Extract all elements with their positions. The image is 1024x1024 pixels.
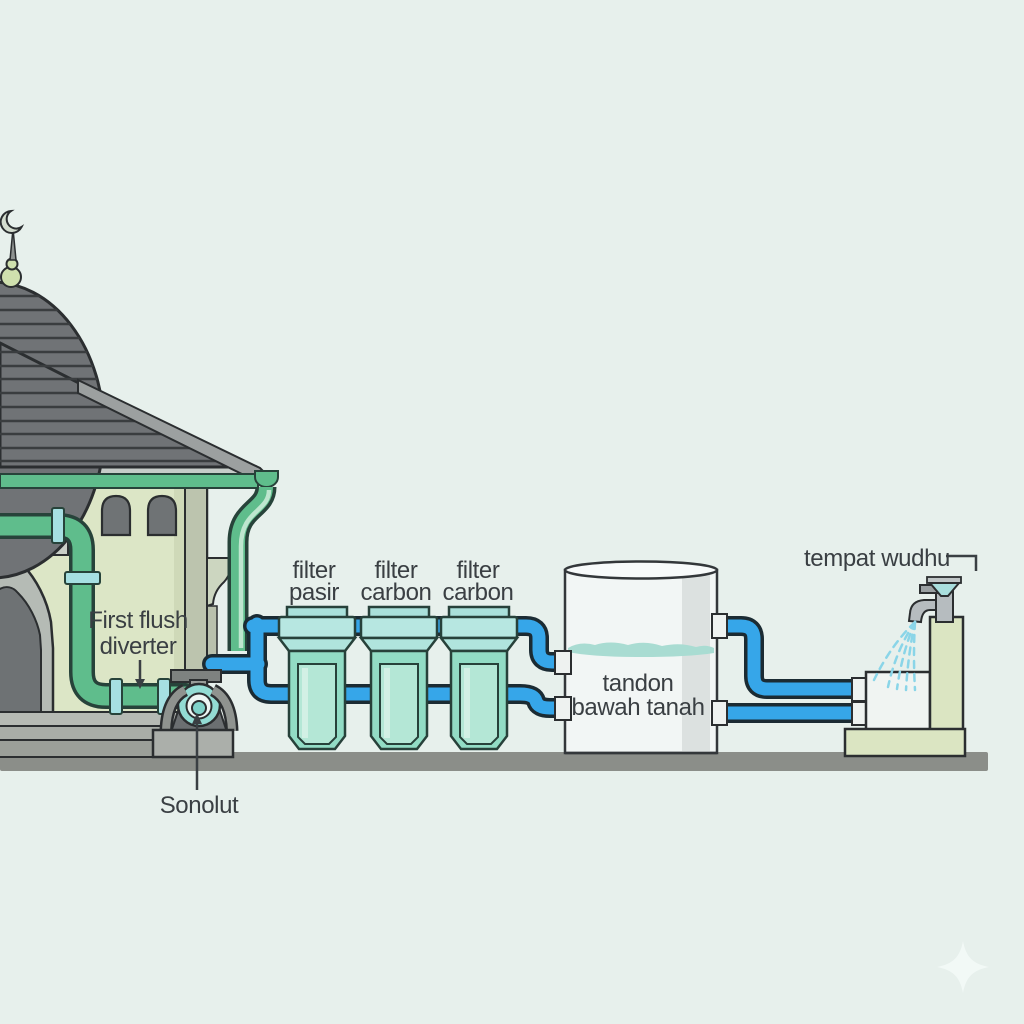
filter-highlight xyxy=(384,668,390,738)
label-filter2-line2: carbon xyxy=(361,579,432,606)
filter-shoulder xyxy=(438,636,520,653)
faucet-funnel xyxy=(927,582,962,597)
label-filter1-line2: pasir xyxy=(289,579,339,606)
underground-tank xyxy=(563,560,719,755)
label-first-flush-line1: First flush xyxy=(88,607,188,634)
ground xyxy=(0,752,988,771)
tank-outlet-top xyxy=(711,613,728,639)
label-filter2-line1: filter xyxy=(375,557,418,584)
filter-carbon-2 xyxy=(438,605,520,751)
wudhu-leader-line xyxy=(946,554,978,571)
label-first-flush-line2: diverter xyxy=(100,633,177,660)
annotations: First flush diverter Sonolut filter pasi… xyxy=(88,545,978,819)
pipe-coupling xyxy=(109,678,123,715)
wall-shade xyxy=(174,487,185,712)
crescent-icon xyxy=(0,209,25,234)
label-tank-line1: tandon xyxy=(602,670,673,697)
gutter-downspout xyxy=(0,470,279,651)
filter-shoulder xyxy=(358,636,440,653)
wudhu-pillar xyxy=(928,615,965,734)
label-tank-line2: bawah tanah xyxy=(571,694,704,721)
label-filter3-line2: carbon xyxy=(443,579,514,606)
downspout-hopper xyxy=(254,470,279,488)
label-pump: Sonolut xyxy=(160,792,239,819)
filter-carbon-1 xyxy=(358,605,440,751)
arrow-down-icon xyxy=(135,679,145,689)
tank-shade xyxy=(682,572,710,751)
filter-cap xyxy=(277,615,357,640)
pipe-coupling xyxy=(51,507,65,544)
filter-highlight xyxy=(302,668,308,738)
pump-mount-arms xyxy=(159,684,239,732)
filter-pasir xyxy=(276,605,358,751)
tank-water-line xyxy=(568,642,714,657)
label-wudhu: tempat wudhu xyxy=(804,545,950,572)
filter-cap xyxy=(439,615,519,640)
gutter xyxy=(0,473,259,489)
water-spray xyxy=(872,620,917,692)
wudhu-base xyxy=(843,727,967,758)
corner-column xyxy=(184,485,208,673)
downspout-pipe xyxy=(227,485,277,651)
filter-bank xyxy=(276,605,520,751)
filter-cap xyxy=(359,615,439,640)
filter-highlight xyxy=(464,668,470,738)
tank-inlet-top xyxy=(554,650,572,675)
tank-lid xyxy=(563,560,719,580)
finial-spire xyxy=(9,228,17,261)
arrow-up-icon xyxy=(192,713,202,724)
label-filter1-line1: filter xyxy=(293,557,336,584)
tank-inlet-bottom xyxy=(554,696,572,721)
pump-hub xyxy=(191,700,207,716)
label-filter3-line1: filter xyxy=(457,557,500,584)
filter-shoulder xyxy=(276,636,358,653)
pipe-coupling xyxy=(64,571,101,585)
arched-window xyxy=(146,494,178,537)
arched-window xyxy=(100,494,132,537)
tank-outlet-bottom xyxy=(711,700,728,726)
sparkle-icon xyxy=(937,941,989,993)
door xyxy=(0,586,42,714)
wudhu-basin xyxy=(864,670,932,734)
pipe-connectors xyxy=(554,613,869,726)
wudhu-station xyxy=(843,576,967,758)
rainwater-pipe-green xyxy=(0,513,199,709)
pump-pedestal xyxy=(151,728,235,759)
pipe-couplings xyxy=(51,507,171,715)
